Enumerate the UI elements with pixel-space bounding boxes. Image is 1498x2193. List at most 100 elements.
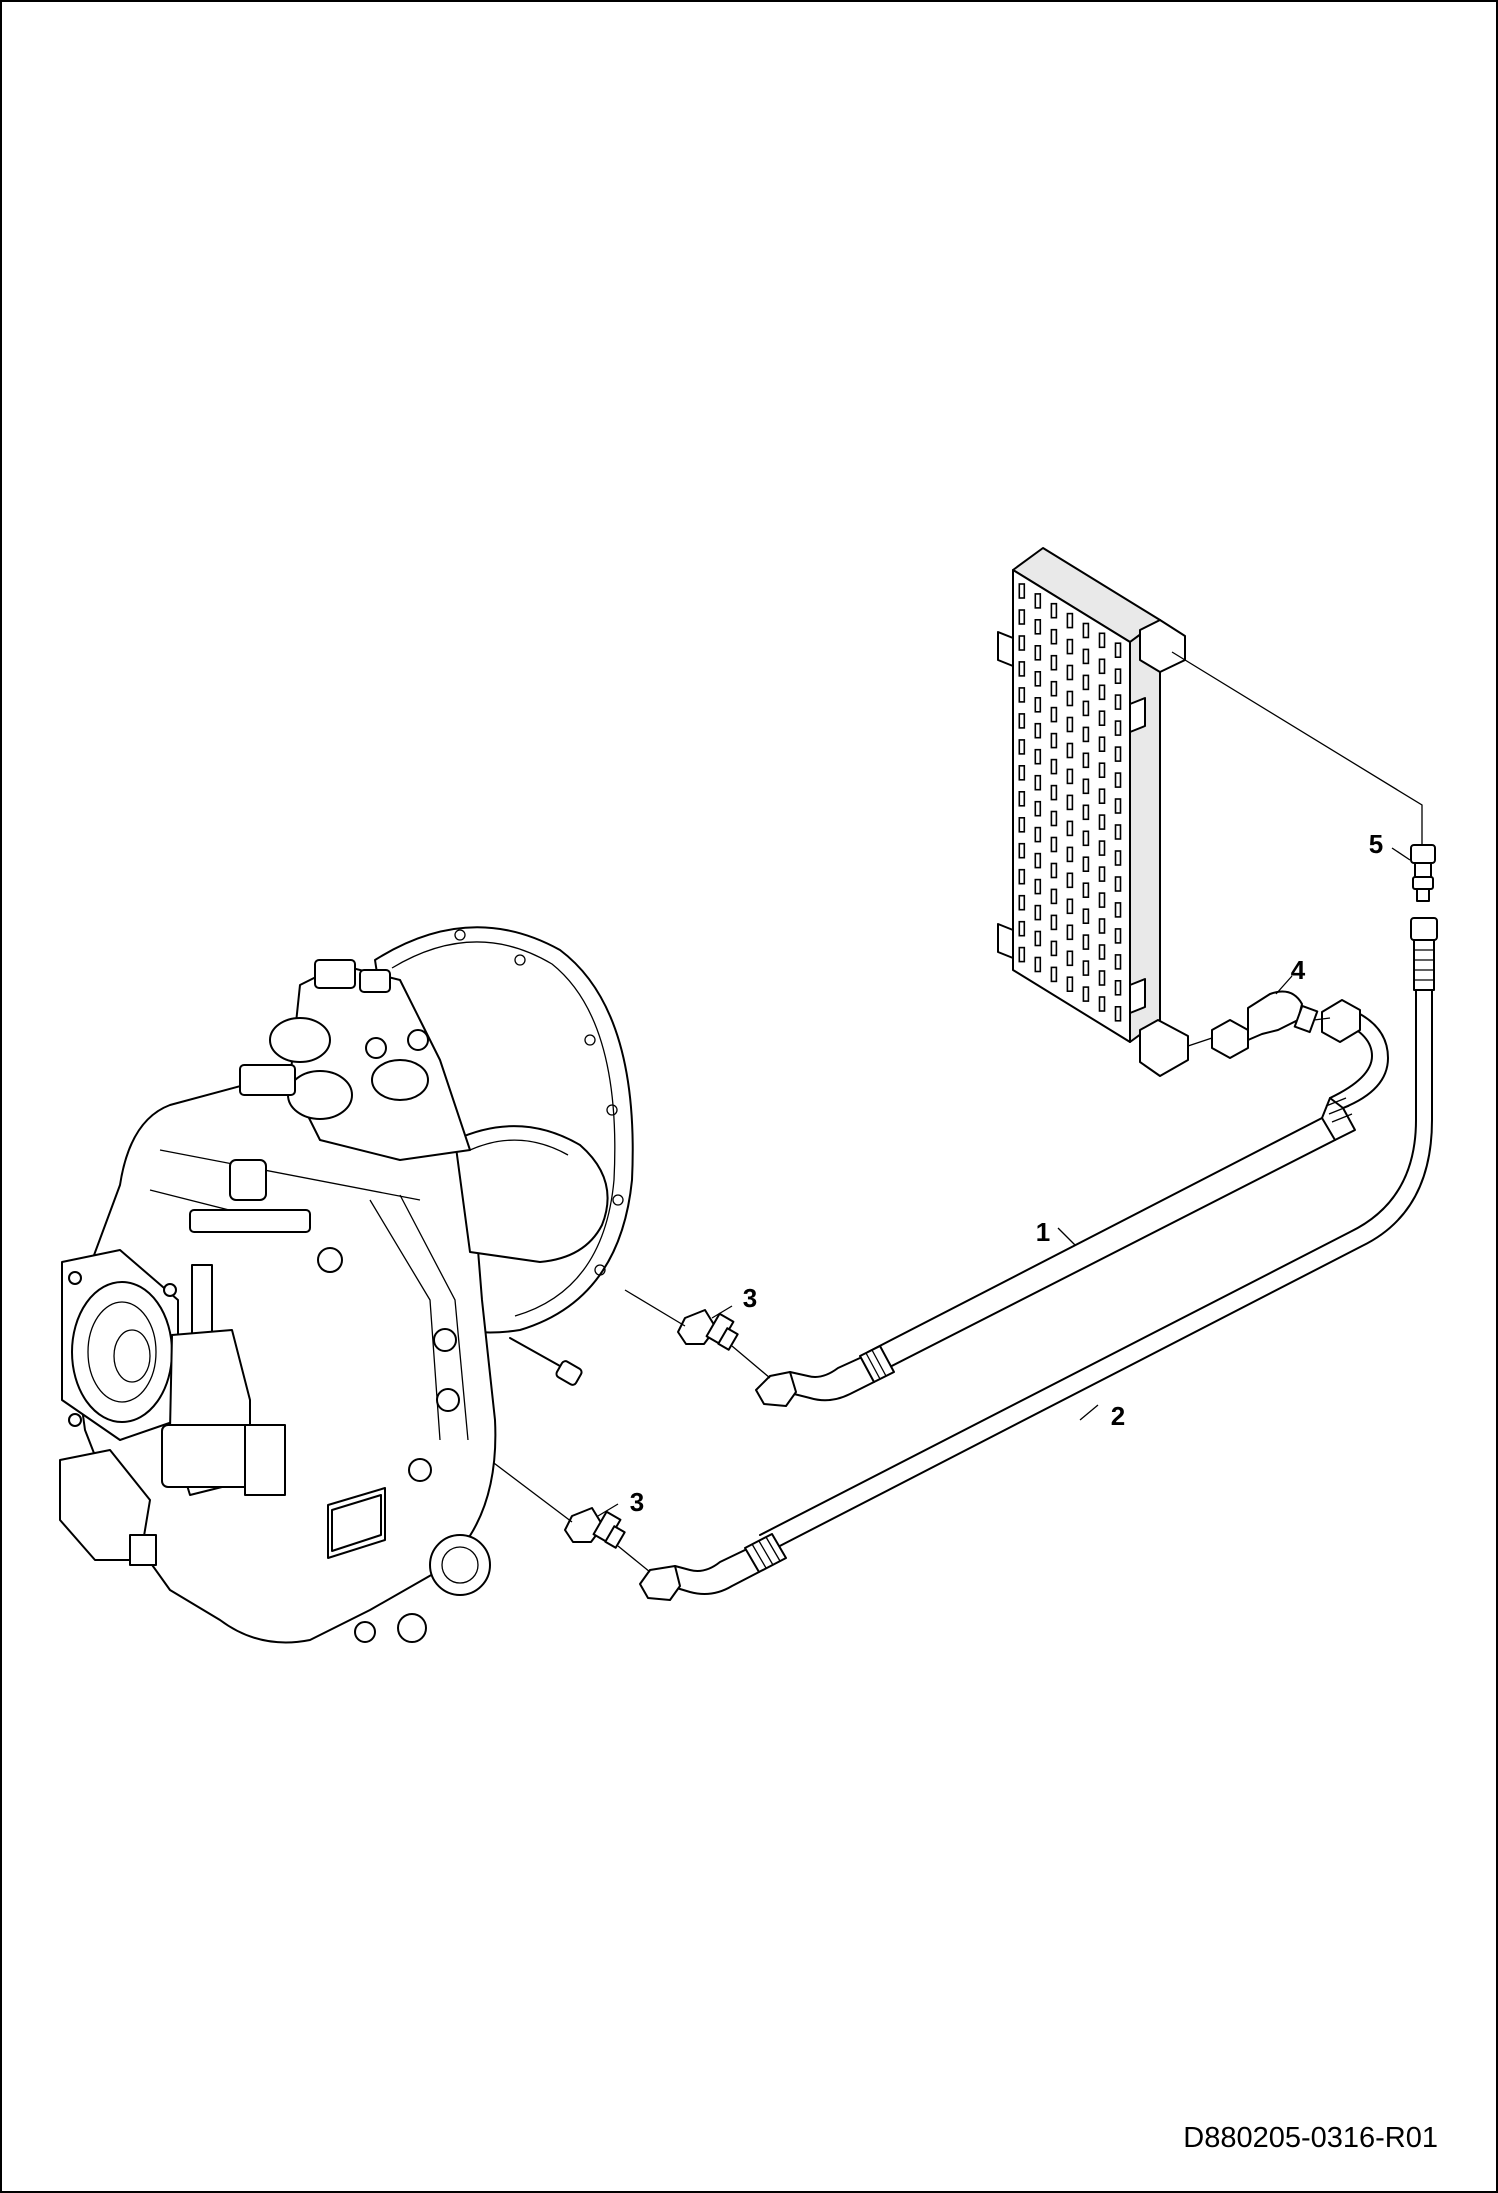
hose-1 bbox=[755, 999, 1389, 1407]
adapter-fitting-3-upper bbox=[677, 1309, 739, 1351]
cooler-slot bbox=[1066, 820, 1074, 837]
cooler-slot bbox=[1050, 836, 1058, 853]
cooler-slot bbox=[1082, 700, 1090, 717]
cooler-slot bbox=[1114, 772, 1122, 788]
oil-cooler bbox=[997, 547, 1189, 1077]
cooler-slot bbox=[1098, 944, 1106, 960]
cooler-slot bbox=[1034, 852, 1042, 869]
cooler-slot bbox=[1098, 814, 1106, 830]
cooler-slot bbox=[1018, 920, 1026, 937]
callout-1: 1 bbox=[1035, 1217, 1051, 1247]
cooler-slot bbox=[1098, 762, 1106, 779]
cooler-slot bbox=[1018, 842, 1026, 859]
cooler-slot bbox=[1082, 778, 1090, 795]
cooler-slot bbox=[1114, 876, 1122, 892]
cooler-slot bbox=[1114, 928, 1122, 944]
callout-3-lower: 3 bbox=[629, 1487, 645, 1517]
cooler-slot bbox=[1034, 800, 1042, 817]
cooler-slot bbox=[1082, 752, 1090, 769]
cooler-slot bbox=[1114, 850, 1122, 866]
callout-4: 4 bbox=[1290, 955, 1306, 985]
adapter-fitting-5 bbox=[1410, 844, 1436, 902]
cooler-slot bbox=[1034, 748, 1042, 765]
cooler-slot bbox=[1082, 856, 1090, 873]
cooler-slot bbox=[1018, 868, 1026, 885]
cooler-slot bbox=[1114, 979, 1122, 996]
cooler-slot bbox=[1114, 668, 1122, 685]
cooler-slot bbox=[1114, 746, 1122, 762]
cooler-slot bbox=[1018, 894, 1026, 911]
cooler-slot bbox=[1066, 716, 1074, 733]
cooler-slot bbox=[1050, 940, 1058, 957]
cooler-slot bbox=[1034, 956, 1042, 973]
cooler-slot bbox=[1050, 654, 1058, 671]
cooler-slot bbox=[1050, 758, 1058, 775]
cooler-slot bbox=[1050, 966, 1058, 983]
cooler-slot bbox=[1114, 1005, 1122, 1022]
cooler-slot bbox=[1066, 976, 1074, 993]
cooler-slot bbox=[1098, 736, 1106, 753]
cooler-slot bbox=[1114, 642, 1122, 659]
cooler-slot bbox=[1034, 826, 1042, 843]
cooler-slot bbox=[1098, 996, 1106, 1012]
cooler-slot bbox=[1034, 904, 1042, 921]
cooler-slot bbox=[1098, 658, 1106, 675]
cooler-slot bbox=[1066, 794, 1074, 811]
cooler-slot bbox=[1098, 892, 1106, 908]
cooler-slot bbox=[1098, 970, 1106, 986]
cooler-slot bbox=[1018, 713, 1026, 729]
hose-2 bbox=[639, 989, 1433, 1601]
cooler-slot bbox=[1082, 726, 1090, 743]
cooler-slot bbox=[1066, 924, 1074, 941]
cooler-slot bbox=[1114, 798, 1122, 814]
callout-3-upper: 3 bbox=[742, 1283, 758, 1313]
cooler-slot bbox=[1050, 602, 1058, 619]
cooler-slot bbox=[1066, 950, 1074, 967]
cooler-slot bbox=[1018, 764, 1026, 781]
adapter-fitting-3-lower bbox=[564, 1507, 626, 1549]
cooler-slot bbox=[1098, 866, 1106, 882]
cooler-slot bbox=[1034, 930, 1042, 947]
cooler-slot bbox=[1098, 788, 1106, 805]
cooler-slot bbox=[1034, 644, 1042, 661]
cooler-slot bbox=[1018, 687, 1026, 703]
cooler-slot bbox=[1114, 694, 1122, 710]
cooler-slot bbox=[1066, 638, 1074, 655]
cooler-slot bbox=[1066, 846, 1074, 863]
cooler-slot bbox=[1050, 706, 1058, 723]
cooler-slot bbox=[1050, 680, 1058, 697]
cooler-slot bbox=[1098, 918, 1106, 934]
elbow-fitting-4 bbox=[1211, 990, 1319, 1059]
cooler-slot bbox=[1082, 882, 1090, 899]
cooler-slot bbox=[1082, 934, 1090, 950]
cooler-slot bbox=[1018, 609, 1026, 625]
cooler-slot bbox=[1114, 902, 1122, 918]
cooler-slot bbox=[1098, 710, 1106, 727]
callout-5: 5 bbox=[1368, 829, 1384, 859]
cooler-slot bbox=[1034, 774, 1042, 791]
cooler-slot bbox=[1098, 840, 1106, 856]
cooler-slot bbox=[1082, 648, 1090, 665]
cooler-slot bbox=[1034, 722, 1042, 739]
cooler-slot bbox=[1082, 674, 1090, 691]
cooler-slot bbox=[1066, 898, 1074, 915]
cooler-slot bbox=[1114, 824, 1122, 840]
drawing-number: D880205-0316-R01 bbox=[1183, 2122, 1438, 2154]
cooler-slot bbox=[1066, 742, 1074, 759]
cooler-slot bbox=[1034, 670, 1042, 687]
cooler-slot bbox=[1050, 628, 1058, 645]
hose-2-upper-end bbox=[1410, 917, 1438, 991]
cooler-slot bbox=[1066, 612, 1074, 629]
cooler-slot bbox=[1034, 878, 1042, 895]
cooler-slot bbox=[1082, 960, 1090, 976]
cooler-slot bbox=[1050, 810, 1058, 827]
cooler-slot bbox=[1018, 583, 1026, 599]
cooler-slot bbox=[1034, 696, 1042, 713]
cooler-slot bbox=[1018, 635, 1026, 651]
cooler-slot bbox=[1082, 986, 1090, 1002]
callout-2: 2 bbox=[1110, 1401, 1126, 1431]
cooler-slot bbox=[1114, 954, 1122, 970]
cooler-slot bbox=[1114, 720, 1122, 736]
